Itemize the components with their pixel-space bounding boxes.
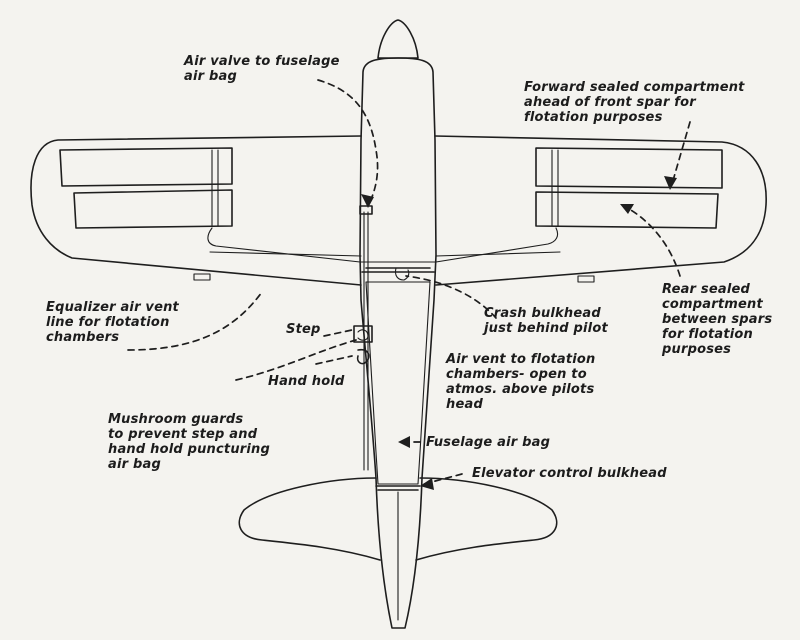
right-trim-tab (577, 275, 595, 283)
air-vent-tube (363, 211, 369, 471)
leader-step (323, 329, 353, 337)
crash-bulkhead-line (361, 267, 435, 273)
leader-crash-bulkhead (405, 275, 497, 319)
leader-rear-compartment (623, 205, 681, 277)
crash-bulkhead-bracket (394, 267, 410, 281)
hand-hold-fitting (356, 348, 370, 365)
arrowhead-rear-compartment (620, 204, 634, 214)
equalizer-vent-line (207, 227, 559, 263)
label-forward-compartment: Forward sealed compartment ahead of fron… (524, 80, 745, 125)
right-compartment-rear (535, 191, 719, 229)
leader-mushroom-guard (235, 339, 357, 381)
arrowhead-elevator-bulkhead (420, 478, 434, 490)
label-fuselage-air-bag: Fuselage air bag (426, 435, 551, 450)
right-compartment-forward (535, 147, 723, 189)
propeller-spinner (377, 19, 419, 59)
left-wing-outline (30, 135, 362, 286)
label-mushroom-guards: Mushroom guards to prevent step and hand… (108, 412, 271, 472)
leader-hand-hold (315, 355, 353, 365)
fuselage-outline (359, 57, 437, 629)
label-equalizer-vent: Equalizer air vent line for flotation ch… (46, 300, 179, 345)
air-valve (359, 205, 373, 215)
label-rear-compartment: Rear sealed compartment between spars fo… (662, 282, 773, 357)
arrowhead-forward-compartment (664, 176, 677, 190)
left-compartment-connector (211, 149, 219, 227)
left-compartment-forward (59, 147, 233, 187)
label-hand-hold: Hand hold (268, 374, 345, 389)
left-compartment-rear (73, 189, 233, 229)
right-wing-outline (434, 135, 767, 286)
label-elevator-bulkhead: Elevator control bulkhead (472, 466, 667, 481)
label-crash-bulkhead: Crash bulkhead just behind pilot (484, 306, 608, 336)
step-mushroom-guard (357, 329, 369, 341)
label-air-valve: Air valve to fuselage air bag (184, 54, 340, 84)
leader-equalizer (127, 291, 263, 351)
elevator-bulkhead-line (375, 485, 421, 491)
step-fitting (353, 325, 373, 343)
arrowhead-fuselage-bag (398, 436, 410, 448)
fuselage-air-bag-outline (365, 281, 431, 485)
left-trim-tab (193, 273, 211, 281)
arrowhead-air-valve (361, 194, 374, 208)
right-compartment-connector (551, 149, 559, 227)
leader-air-valve (317, 79, 379, 207)
leader-forward-compartment (671, 121, 691, 185)
horizontal-stabilizer (238, 477, 558, 561)
label-air-vent: Air vent to flotation chambers- open to … (446, 352, 596, 412)
label-step: Step (286, 322, 321, 337)
right-front-spar (435, 251, 561, 257)
